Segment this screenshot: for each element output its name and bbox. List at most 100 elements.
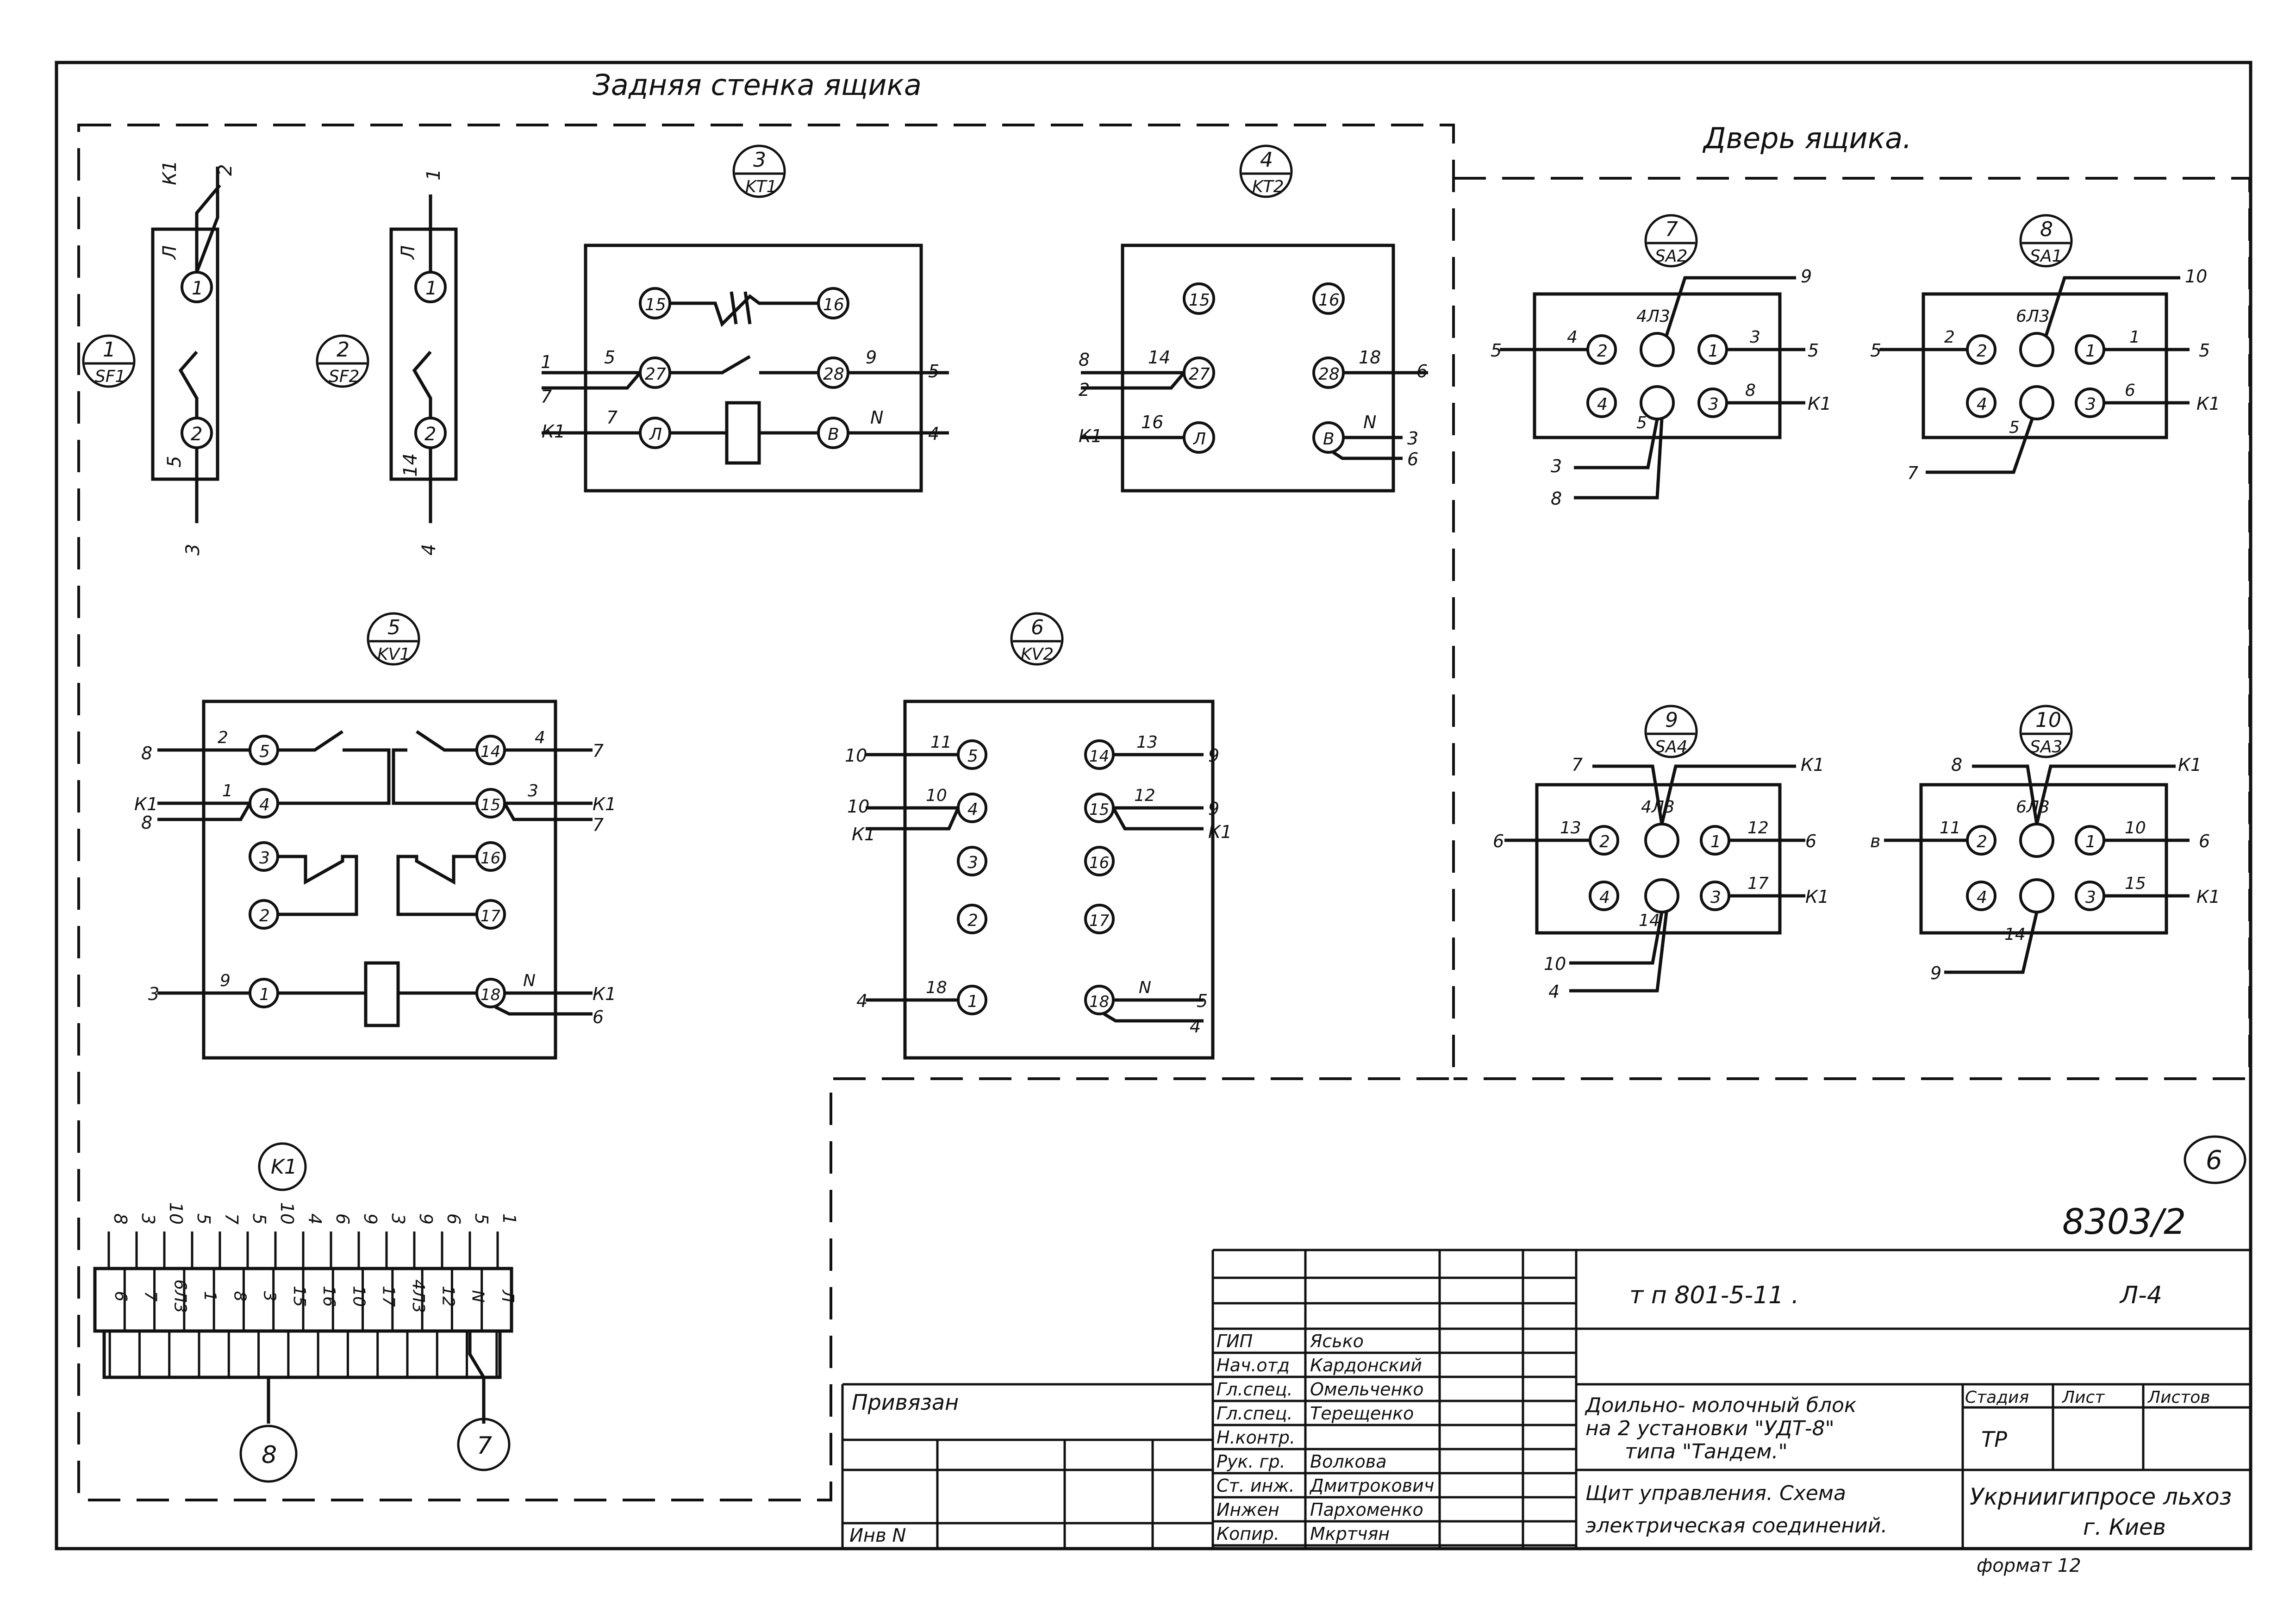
svg-text:6: 6 — [1407, 449, 1418, 469]
svg-text:3: 3 — [1710, 888, 1721, 907]
svg-text:KT2: KT2 — [1252, 177, 1284, 196]
title-line-2: на 2 установки "УДТ-8" — [1585, 1417, 1834, 1440]
device-sa2: 7 SA2 2 4 1 3 4Л3 5 4 3 5 8 К1 9 5 3 8 — [1491, 214, 1831, 509]
svg-text:6: 6 — [1805, 831, 1816, 851]
svg-text:4: 4 — [1977, 395, 1987, 414]
svg-text:16: 16 — [1318, 291, 1340, 310]
svg-text:9: 9 — [1930, 963, 1941, 983]
device-sa3: 10 SA3 2 4 1 3 6Л3 в 11 10 6 15 К1 8 К1 … — [1870, 705, 2220, 983]
svg-text:7: 7 — [541, 387, 552, 407]
svg-text:12: 12 — [1134, 786, 1155, 805]
terminal-wire-number: 10 — [277, 1202, 297, 1225]
svg-text:4: 4 — [259, 795, 270, 814]
terminal-wire-number: 9 — [360, 1213, 381, 1225]
svg-text:SA2: SA2 — [1655, 247, 1687, 266]
terminal-cell-label: 4Л3 — [409, 1280, 428, 1313]
svg-text:27: 27 — [1189, 365, 1210, 384]
svg-text:К1: К1 — [852, 824, 875, 844]
signature-role: Ст. инж. — [1217, 1475, 1295, 1496]
back-wall-label: Задняя стенка ящика — [593, 68, 922, 102]
terminal-wire-number: 7 — [221, 1213, 242, 1225]
door-boundary — [1454, 177, 2251, 1080]
device-sa4: 9 SA4 2 4 1 3 4Л3 6 13 12 6 17 К1 7 К1 1… — [1493, 705, 1829, 1002]
svg-text:18: 18 — [1359, 347, 1381, 368]
svg-text:4: 4 — [535, 728, 545, 747]
svg-text:2: 2 — [215, 164, 236, 176]
drawing-number: 8303/2 — [2062, 1201, 2186, 1242]
svg-text:Л: Л — [649, 425, 662, 444]
svg-text:12: 12 — [1747, 819, 1769, 838]
svg-text:5: 5 — [604, 347, 615, 368]
stage-header: Стадия — [1965, 1388, 2029, 1407]
svg-text:7: 7 — [593, 815, 604, 835]
signature-name: Пархоменко — [1310, 1500, 1423, 1520]
svg-text:6Л3: 6Л3 — [2016, 307, 2050, 326]
svg-text:8: 8 — [1951, 755, 1962, 775]
svg-text:8: 8 — [2040, 218, 2053, 241]
svg-text:К1: К1 — [1079, 426, 1102, 446]
svg-text:14: 14 — [1148, 347, 1170, 368]
svg-text:3: 3 — [148, 984, 159, 1004]
svg-text:К1: К1 — [1808, 394, 1831, 414]
svg-text:28: 28 — [823, 365, 844, 384]
svg-text:3: 3 — [1551, 456, 1562, 476]
svg-text:15: 15 — [1189, 291, 1210, 310]
terminal-cell-label: 6Л3 — [171, 1280, 190, 1313]
svg-text:28: 28 — [1318, 365, 1340, 384]
svg-text:14: 14 — [400, 453, 421, 477]
svg-text:1: 1 — [425, 278, 437, 299]
svg-text:К1: К1 — [2196, 394, 2220, 414]
svg-text:К1: К1 — [1805, 887, 1829, 907]
terminal-cell-label: Л — [498, 1289, 517, 1302]
svg-text:7: 7 — [1907, 463, 1918, 483]
svg-text:5: 5 — [2009, 418, 2020, 437]
signature-name: Омельченко — [1310, 1379, 1424, 1400]
terminal-cell-label: 12 — [438, 1286, 457, 1307]
org-name: Укрниигипросе льхоз — [1970, 1483, 2232, 1510]
svg-text:4: 4 — [1567, 328, 1578, 347]
svg-text:Л: Л — [398, 245, 419, 260]
svg-text:6: 6 — [1493, 831, 1504, 851]
project-code: т п 801-5-11 . — [1629, 1281, 1799, 1309]
svg-text:4: 4 — [928, 424, 939, 444]
svg-text:5: 5 — [928, 361, 939, 381]
terminal-cell-label: 8 — [230, 1291, 249, 1302]
back-wall-boundary — [77, 124, 1455, 1501]
svg-text:6: 6 — [1031, 616, 1044, 639]
terminal-wire-number: 5 — [249, 1213, 269, 1225]
svg-text:KV2: KV2 — [1021, 645, 1054, 664]
terminal-wire-number: 6 — [443, 1213, 464, 1225]
svg-text:17: 17 — [1747, 874, 1769, 893]
terminal-wire-number: 3 — [388, 1213, 408, 1225]
svg-text:2: 2 — [967, 911, 978, 930]
svg-text:1: 1 — [2085, 342, 2096, 361]
svg-text:18: 18 — [926, 978, 947, 997]
svg-text:SF1: SF1 — [95, 367, 125, 386]
terminal-cell-label: 6 — [111, 1291, 130, 1302]
terminal-wire-number: 4 — [305, 1213, 325, 1225]
svg-text:10: 10 — [2185, 266, 2207, 287]
svg-text:15: 15 — [645, 295, 666, 314]
svg-text:3: 3 — [1407, 428, 1418, 449]
signature-role: Нач.отд — [1217, 1355, 1290, 1375]
svg-text:9: 9 — [1208, 799, 1219, 819]
svg-text:1: 1 — [222, 781, 233, 800]
svg-text:14: 14 — [2004, 925, 2026, 944]
svg-text:3: 3 — [967, 853, 978, 872]
svg-text:5: 5 — [1870, 340, 1881, 361]
svg-text:4: 4 — [1548, 981, 1560, 1002]
svg-text:2: 2 — [424, 424, 436, 445]
svg-text:8: 8 — [1079, 350, 1090, 370]
device-sf2: 2 SF2 1 2 1 Л 14 4 — [316, 169, 458, 556]
svg-text:14: 14 — [1089, 747, 1109, 766]
svg-text:1: 1 — [103, 338, 116, 362]
svg-text:9: 9 — [1665, 708, 1678, 732]
svg-text:10: 10 — [2125, 819, 2146, 838]
svg-text:5: 5 — [259, 742, 270, 761]
inv-label: Инв N — [849, 1525, 906, 1546]
device-kt1: 3 KT1 15 16 27 28 Л В 1 7 5 К1 7 9 5 N 4 — [541, 144, 949, 493]
svg-text:KT1: KT1 — [745, 177, 777, 196]
sheet-number-badge — [2184, 1135, 2246, 1184]
svg-text:1: 1 — [1708, 342, 1719, 361]
signature-role: Н.контр. — [1217, 1427, 1295, 1448]
